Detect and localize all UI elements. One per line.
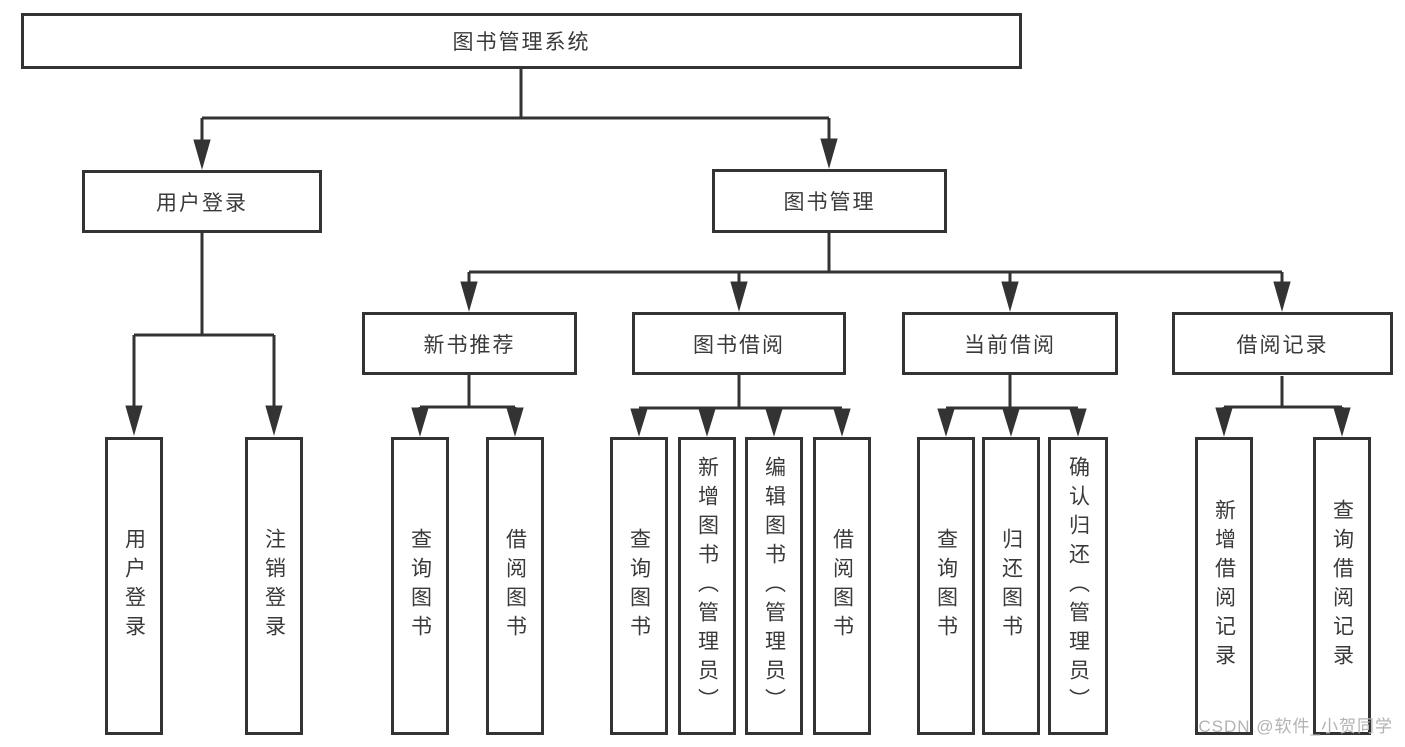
leaf-borrow-book-recommend: 借阅图书 (486, 437, 544, 735)
node-new-book-recommendation: 新书推荐 (362, 312, 577, 375)
connector-new-book-children (411, 375, 524, 437)
node-borrowing-records: 借阅记录 (1172, 312, 1393, 375)
leaf-query-borrow-record: 查询借阅记录 (1313, 437, 1371, 735)
node-user-login: 用户登录 (82, 170, 322, 233)
connector-current-borrow-children (937, 375, 1087, 437)
node-book-management: 图书管理 (712, 169, 947, 233)
leaf-logout: 注销登录 (245, 437, 303, 735)
leaf-borrow-book: 借阅图书 (813, 437, 871, 735)
leaf-query-book-current: 查询图书 (917, 437, 975, 735)
leaf-edit-book-admin: 编辑图书（管理员） (745, 437, 803, 735)
connector-book-management-sections (460, 233, 1291, 312)
leaf-query-book-borrow: 查询图书 (610, 437, 668, 735)
leaf-query-book-recommend: 查询图书 (391, 437, 449, 735)
leaf-add-borrow-record: 新增借阅记录 (1195, 437, 1253, 735)
leaf-add-book-admin: 新增图书（管理员） (678, 437, 736, 735)
node-current-borrowing: 当前借阅 (902, 312, 1118, 375)
node-root: 图书管理系统 (21, 13, 1022, 69)
leaf-user-login: 用户登录 (105, 437, 163, 735)
connector-root-to-branches (193, 68, 838, 170)
node-book-borrowing: 图书借阅 (632, 312, 846, 375)
leaf-confirm-return-admin: 确认归还（管理员） (1048, 437, 1108, 735)
connector-borrow-record-children (1215, 376, 1351, 437)
connector-book-borrow-children (630, 375, 851, 437)
csdn-watermark: CSDN @软件_小贺同学 (1198, 717, 1393, 736)
connector-user-login-children (125, 233, 283, 436)
leaf-return-book: 归还图书 (982, 437, 1040, 735)
